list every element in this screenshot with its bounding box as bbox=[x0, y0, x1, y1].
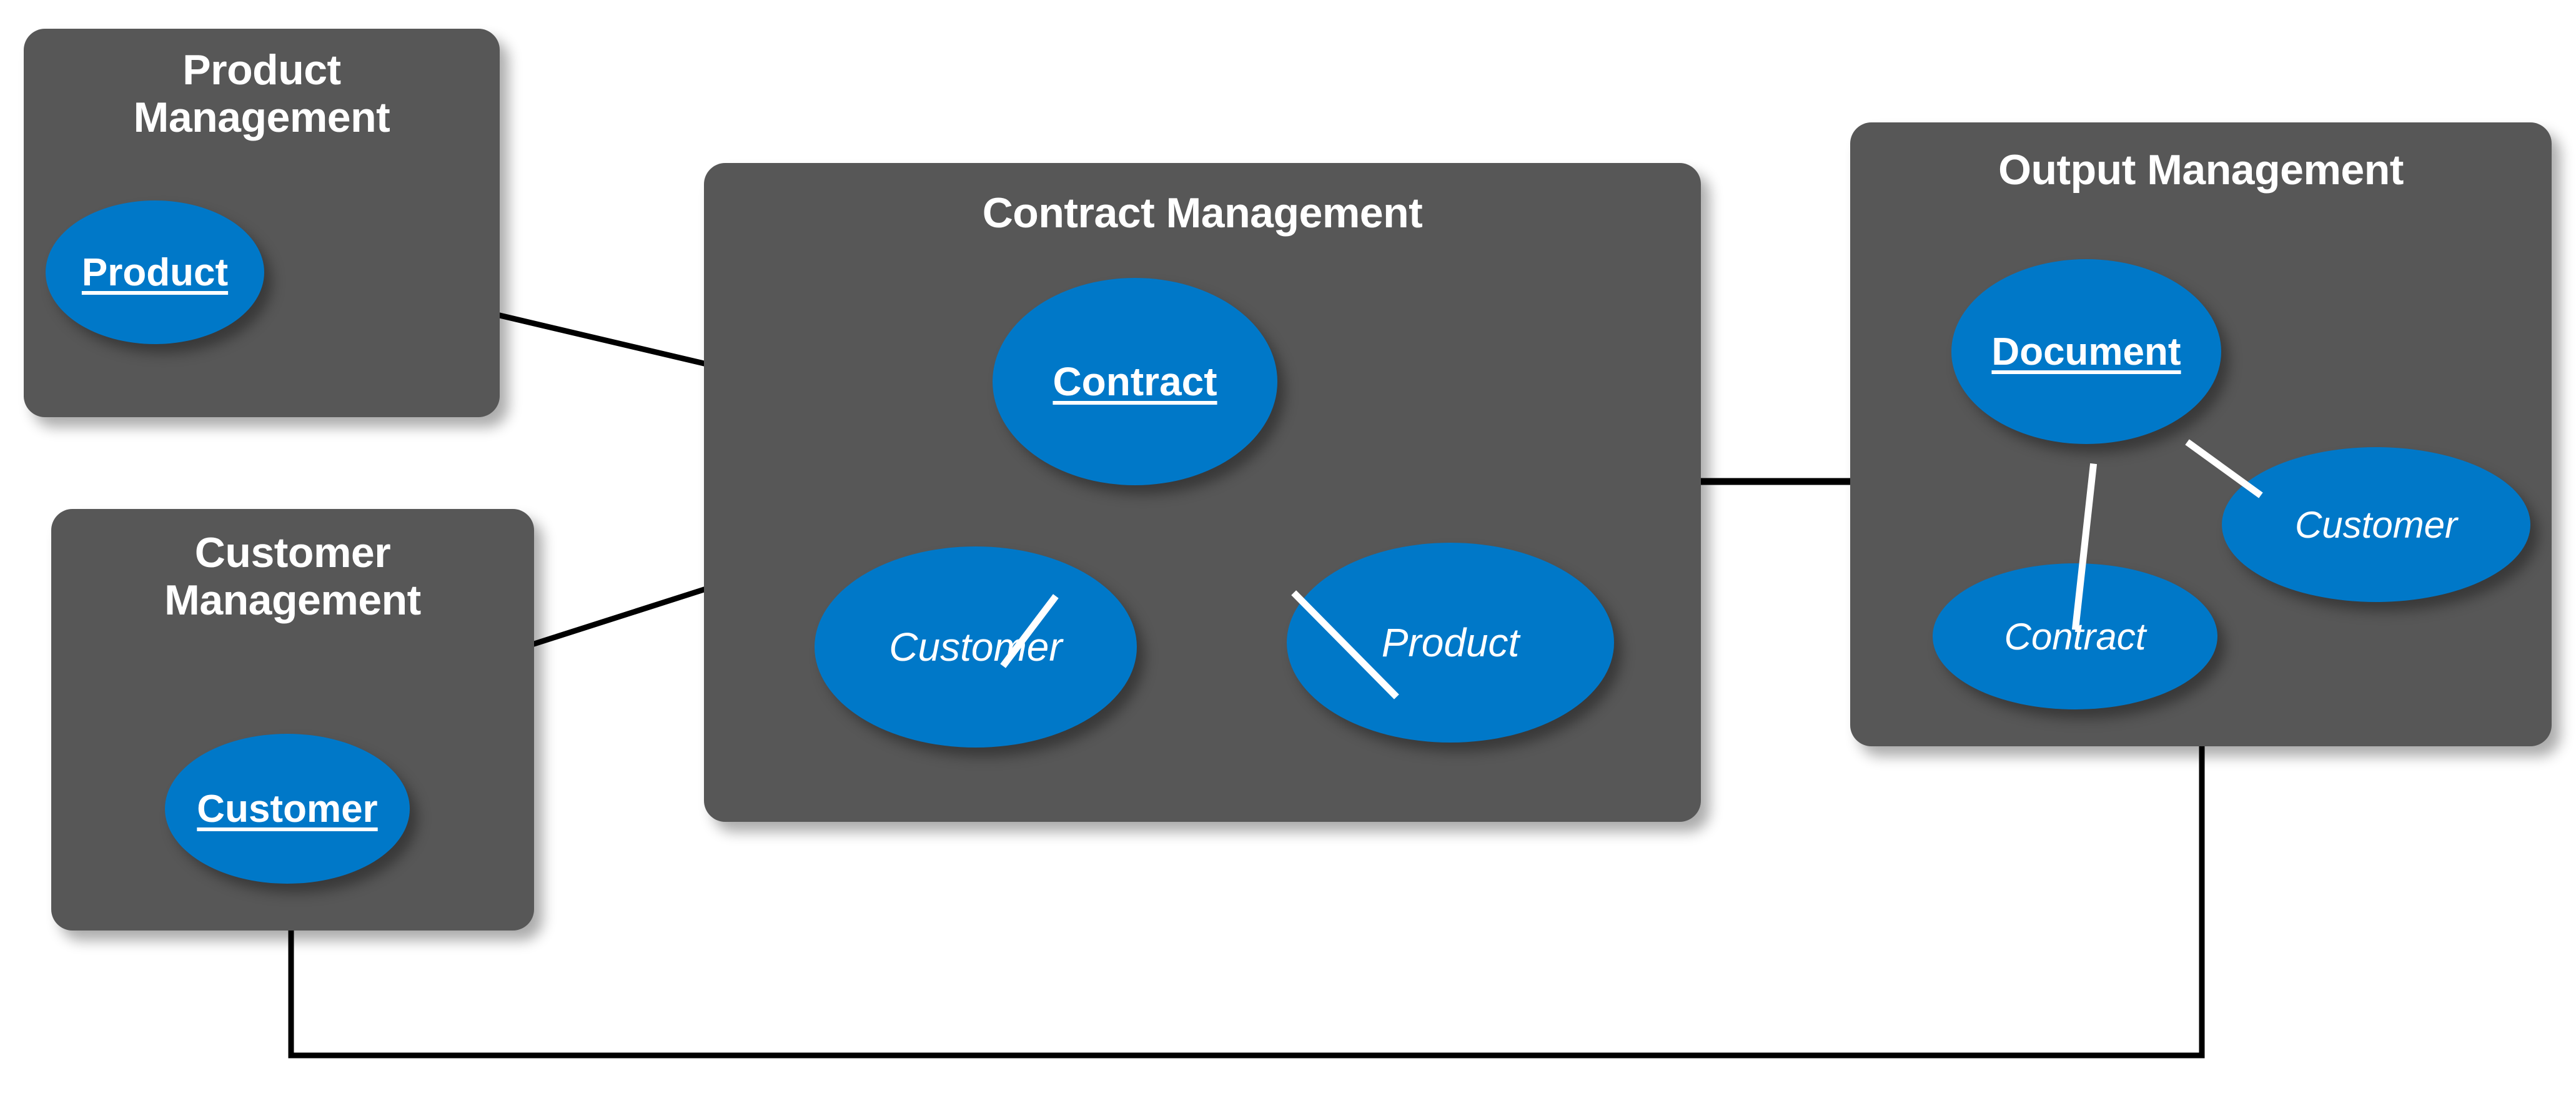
domain-box-output-management[interactable]: Output Management Document Customer Cont… bbox=[1850, 122, 2552, 746]
domain-box-contract-management[interactable]: Contract Management Contract Customer Pr… bbox=[704, 163, 1701, 822]
entity-contract[interactable]: Contract bbox=[993, 278, 1277, 485]
entity-product-ref[interactable]: Product bbox=[1287, 543, 1614, 743]
product-to-contract bbox=[496, 312, 708, 367]
domain-title: Customer Management bbox=[164, 529, 421, 625]
domain-title: Contract Management bbox=[982, 189, 1423, 237]
entity-label: Product bbox=[81, 250, 229, 294]
entity-label: Customer bbox=[889, 625, 1063, 669]
entity-document[interactable]: Document bbox=[1951, 259, 2221, 444]
entity-label: Document bbox=[1991, 330, 2181, 373]
domain-title: Product Management bbox=[133, 46, 390, 142]
customer-to-output bbox=[288, 743, 2205, 1059]
entity-customer-ref[interactable]: Customer bbox=[815, 546, 1137, 748]
entity-label: Contract bbox=[1053, 359, 1217, 404]
entity-customer[interactable]: Customer bbox=[165, 734, 410, 884]
customer-to-contract bbox=[530, 586, 708, 648]
domain-title: Output Management bbox=[1998, 146, 2404, 194]
domain-box-product-management[interactable]: Product Management Product bbox=[24, 29, 500, 417]
entity-label: Product bbox=[1381, 620, 1520, 665]
entity-label: Contract bbox=[2004, 615, 2146, 658]
entity-customer-ref[interactable]: Customer bbox=[2222, 447, 2530, 602]
entity-contract-ref[interactable]: Contract bbox=[1933, 563, 2217, 709]
entity-product[interactable]: Product bbox=[46, 200, 264, 344]
entity-label: Customer bbox=[197, 787, 378, 831]
domain-box-customer-management[interactable]: Customer Management Customer bbox=[51, 509, 534, 931]
entity-label: Customer bbox=[2294, 503, 2458, 546]
